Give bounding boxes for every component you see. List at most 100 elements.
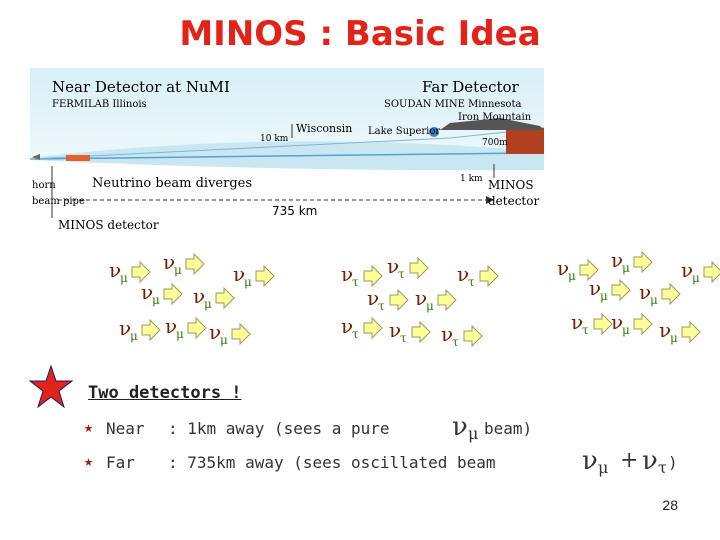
muon-neutrino-icon: νμ [611,310,653,337]
far-nu-mu-symbol: ν [582,446,598,476]
svg-text:ν: ν [119,316,131,340]
minos-detector-right-label-2: detector [488,194,540,208]
svg-text:μ: μ [568,269,576,283]
muon-neutrino-icon: νμ [639,280,681,307]
svg-text:ν: ν [341,262,353,286]
svg-text:μ: μ [130,329,138,343]
near-tail: beam) [484,419,533,438]
svg-text:ν: ν [681,258,693,282]
far-mu-subscript: μ [598,458,609,477]
svg-text:τ: τ [398,267,405,281]
small-star-icon: ★ [84,452,94,470]
near-detector-title: Near Detector at NuMI [52,78,230,96]
svg-text:τ: τ [378,299,385,313]
muon-neutrino-icon: νμ [589,276,631,303]
far-detector-shape [506,128,544,154]
svg-text:ν: ν [163,250,175,274]
svg-text:μ: μ [204,297,212,311]
tau-neutrino-icon: ντ [341,262,383,289]
star-icon [28,364,74,409]
near-label: Near [106,419,145,438]
plus-sign: + [620,448,639,473]
svg-text:ν: ν [611,310,623,334]
svg-text:ν: ν [639,280,651,304]
svg-text:μ: μ [176,327,184,341]
near-text: : 1km away (sees a pure [168,419,390,438]
depth-700m-label: 700m [482,138,508,148]
svg-text:τ: τ [352,275,359,289]
muon-neutrino-icon: νμ [233,262,275,289]
tau-neutrino-icon: ντ [341,314,383,341]
lake-superior-label: Lake Superior [368,126,441,137]
lake-superior-shape [429,127,439,137]
distance-arrow-right [486,196,494,204]
svg-text:μ: μ [244,275,252,289]
svg-text:μ: μ [174,263,182,277]
tau-neutrino-icon: ντ [389,318,431,345]
minos-detector-left-label: MINOS detector [58,218,159,232]
muon-neutrino-icon: νμ [109,258,151,285]
svg-text:ν: ν [611,248,623,272]
svg-text:μ: μ [426,299,434,313]
muon-neutrino-icon: νμ [209,320,251,347]
svg-text:ν: ν [109,258,121,282]
svg-text:τ: τ [352,327,359,341]
svg-text:ν: ν [387,254,399,278]
distance-label: 735 km [272,204,318,218]
iron-mountain-shape [440,118,544,130]
muon-neutrino-icon: νμ [557,256,599,283]
muon-neutrino-icon: νμ [659,318,701,345]
beam-line [29,152,531,160]
svg-text:ν: ν [557,256,569,280]
far-tail: ) [668,453,678,472]
svg-text:ν: ν [165,314,177,338]
svg-text:μ: μ [650,293,658,307]
muon-neutrino-icon: νμ [163,250,205,277]
svg-text:μ: μ [670,331,678,345]
muon-neutrino-icon: νμ [415,286,457,313]
muon-neutrino-icon: νμ [165,314,207,341]
far-text: : 735km away (sees oscillated beam [168,453,496,472]
muon-neutrino-icon: νμ [141,280,183,307]
beam-diverges-label: Neutrino beam diverges [92,176,253,191]
small-star-icon: ★ [84,418,94,436]
far-detector-title: Far Detector [422,78,519,96]
far-tau-subscript: τ [658,458,667,477]
near-nu-symbol: ν [452,412,468,442]
svg-text:ν: ν [341,314,353,338]
near-detector-location: FERMILAB Illinois [52,99,147,110]
depth-10km-label: 10 km [260,134,289,144]
svg-text:ν: ν [571,310,583,334]
tau-neutrino-icon: ντ [367,286,409,313]
svg-text:ν: ν [441,322,453,346]
tau-neutrino-icon: ντ [441,322,483,349]
far-nu-tau-symbol: ν [642,446,658,476]
tau-neutrino-icon: ντ [457,262,499,289]
svg-text:μ: μ [622,323,630,337]
muon-neutrino-icon: νμ [611,248,653,275]
minos-detector-right-label-1: MINOS [488,178,534,192]
tau-neutrino-icon: ντ [571,310,613,337]
depth-1km-label: 1 km [460,174,483,184]
beam-pipe-shape [66,155,90,161]
muon-neutrino-icon: νμ [119,316,161,343]
horn-shape [32,154,40,160]
beam-pipe-label: beam pipe [32,196,85,207]
svg-text:ν: ν [659,318,671,342]
svg-text:ν: ν [367,286,379,310]
muon-neutrino-icon: νμ [681,258,720,285]
horn-label: horn [32,180,56,191]
svg-text:μ: μ [120,271,128,285]
svg-text:τ: τ [400,331,407,345]
page-number: 28 [662,497,678,513]
near-mu-subscript: μ [468,424,479,443]
svg-text:ν: ν [141,280,153,304]
muon-neutrino-icon: νμ [193,284,235,311]
svg-text:τ: τ [582,323,589,337]
svg-text:μ: μ [220,333,228,347]
far-label: Far [106,453,135,472]
bullets-heading: Two detectors ! [88,383,242,403]
svg-text:ν: ν [233,262,245,286]
far-detector-location: SOUDAN MINE Minnesota [384,99,522,110]
svg-text:ν: ν [589,276,601,300]
